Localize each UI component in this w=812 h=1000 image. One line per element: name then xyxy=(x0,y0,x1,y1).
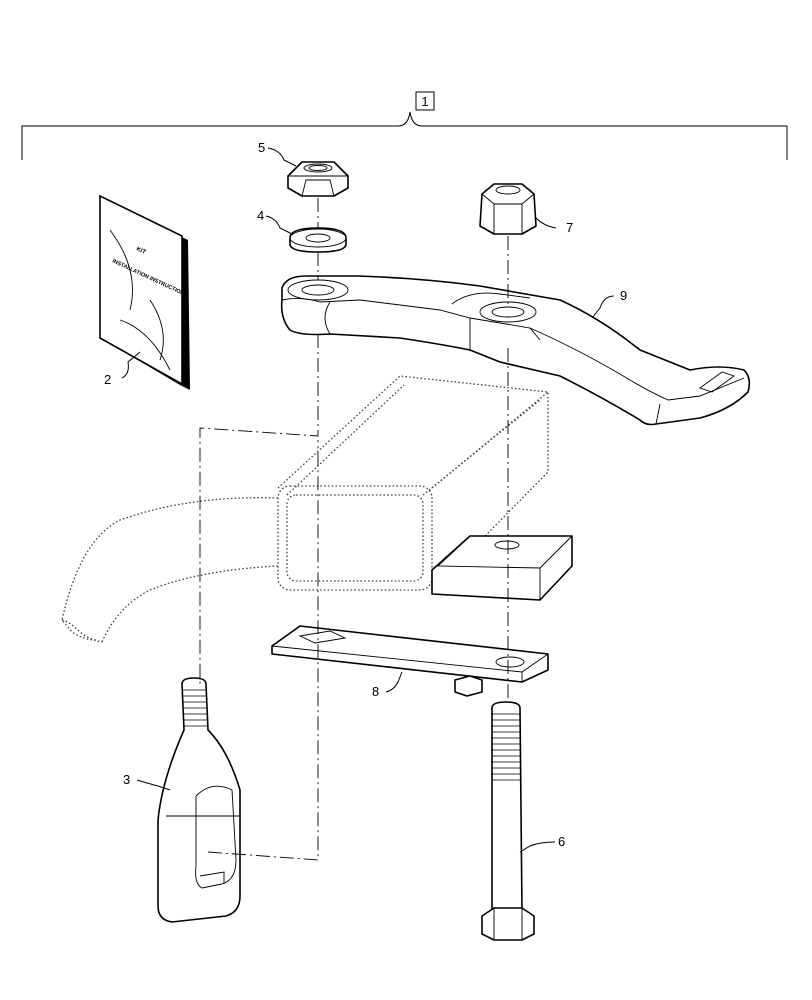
bolt-part-6 xyxy=(481,701,535,941)
eye-bolt-thread xyxy=(183,689,207,727)
callout-9: 9 xyxy=(620,288,627,303)
bolt-thread xyxy=(492,713,521,781)
callout-3: 3 xyxy=(123,772,130,787)
frame-tube xyxy=(61,375,549,643)
assembly-axis-lines xyxy=(199,198,509,861)
callout-5: 5 xyxy=(258,140,265,155)
mounting-block xyxy=(431,535,573,601)
callout-4: 4 xyxy=(257,208,264,223)
callout-labels: 2 3 4 5 6 7 8 9 xyxy=(104,140,627,853)
kit-bracket: 1 xyxy=(21,91,788,160)
kit-item-number: 1 xyxy=(421,94,428,109)
plate-part-8 xyxy=(271,625,549,697)
kit-item-box xyxy=(415,91,435,111)
manual-title: KIT xyxy=(135,246,147,256)
nut-part-5 xyxy=(287,161,349,197)
nut-part-7 xyxy=(479,183,537,235)
callout-7: 7 xyxy=(566,220,573,235)
arm-part-9 xyxy=(280,275,751,426)
instruction-manual-part-2: KIT INSTALLATION INSTRUCTIONS xyxy=(99,194,190,390)
callout-2: 2 xyxy=(104,372,111,387)
callout-8: 8 xyxy=(372,684,379,699)
eye-bolt-part-3 xyxy=(157,677,241,923)
washer-part-4 xyxy=(289,227,347,253)
callout-6: 6 xyxy=(558,834,565,849)
